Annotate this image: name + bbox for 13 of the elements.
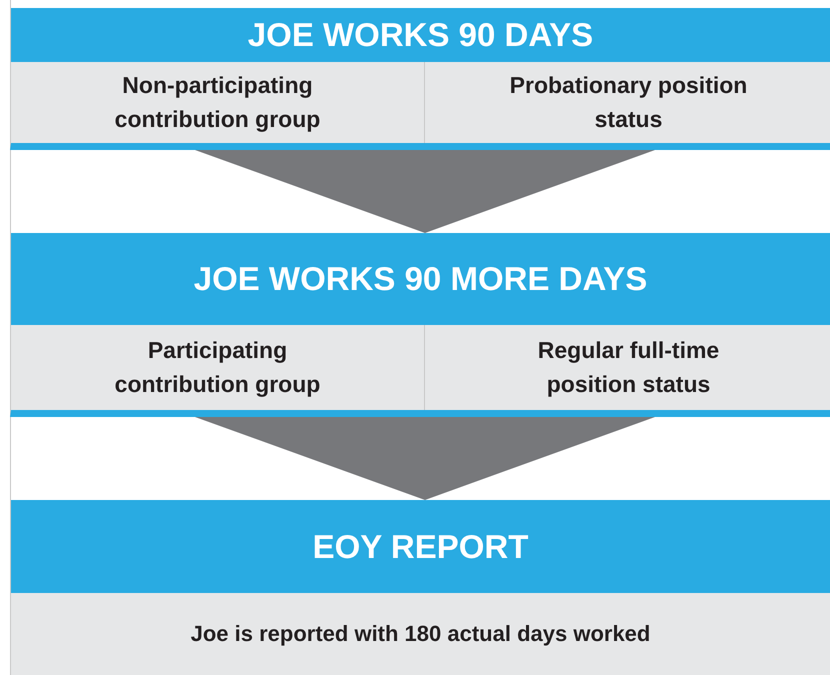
stage-panel: [10, 500, 830, 675]
stage-heading: JOE WORKS 90 MORE DAYS: [11, 233, 830, 325]
status-cell: Non-participating contribution group: [11, 62, 425, 143]
chevron-arrow: [195, 417, 655, 500]
summary-text: Joe is reported with 180 actual days worked: [190, 620, 652, 648]
chevron-arrow: [195, 150, 655, 233]
stage-heading: JOE WORKS 90 DAYS: [11, 8, 830, 62]
status-cell: Regular full-time position status: [426, 325, 830, 410]
status-cell: Probationary position status: [426, 62, 830, 143]
stage-panel: [10, 8, 830, 150]
stage-panel: [10, 233, 830, 417]
status-cell: Participating contribution group: [11, 325, 425, 410]
stage-heading: EOY REPORT: [11, 500, 830, 593]
